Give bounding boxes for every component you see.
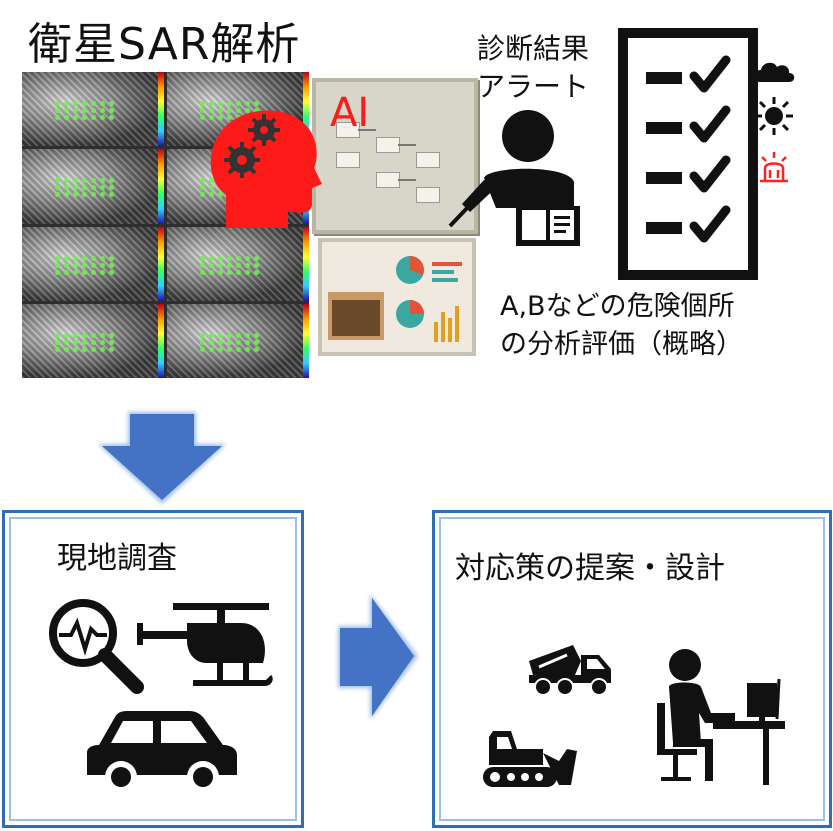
sar-panel [22, 72, 164, 147]
presenter-icon [448, 108, 580, 248]
sar-panel [167, 226, 309, 301]
analysis-line-1: A,Bなどの危険個所 [500, 291, 735, 322]
desk-worker-icon [655, 647, 785, 787]
mixer-truck-icon [527, 639, 613, 699]
sar-panel [22, 149, 164, 224]
measures-label: 対応策の提案・設計 [455, 551, 725, 586]
analysis-text: A,Bなどの危険個所 の分析評価（概略） [500, 288, 743, 364]
survey-label: 現地調査 [57, 541, 177, 576]
helicopter-icon [133, 601, 273, 701]
alarm-icon [756, 150, 792, 186]
diagnosis-alert-text: 診断結果 アラート [477, 30, 589, 106]
sar-panel [22, 303, 164, 378]
head-gears-icon [206, 100, 324, 238]
bulldozer-icon [481, 727, 585, 789]
right-arrow [334, 590, 420, 724]
diagnosis-line-2: アラート [477, 70, 590, 103]
car-icon [81, 709, 241, 799]
down-arrow [92, 408, 232, 508]
ai-label: AI [330, 90, 370, 136]
page-title: 衛星SAR解析 [28, 19, 301, 70]
measures-box: 対応策の提案・設計 [432, 510, 832, 828]
ai-model-screen [312, 78, 478, 234]
analysis-line-2: の分析評価（概略） [500, 329, 743, 360]
magnifier-pulse-icon [45, 595, 145, 695]
dashboard-screen [318, 238, 476, 356]
diagnosis-line-1: 診断結果 [477, 32, 590, 65]
checklist-icon [618, 28, 758, 280]
cloud-icon [752, 58, 796, 84]
survey-box: 現地調査 [2, 510, 304, 828]
sar-panel [167, 303, 309, 378]
sar-panel [22, 226, 164, 301]
sun-icon [754, 96, 794, 136]
